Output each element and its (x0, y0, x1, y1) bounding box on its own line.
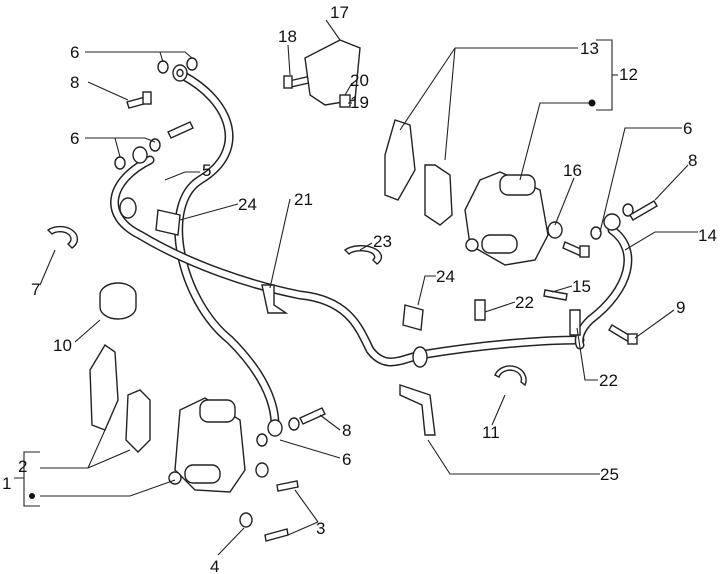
label-20: 20 (350, 71, 369, 90)
label-11: 11 (482, 423, 500, 442)
assembly-dot-1 (29, 493, 35, 499)
label-9: 9 (676, 298, 685, 317)
label-21: 21 (294, 190, 313, 209)
label-6: 6 (683, 119, 692, 138)
bracket-21 (261, 284, 289, 314)
leader-lines (14, 19, 698, 556)
label-22: 22 (515, 293, 534, 312)
caliper-top (464, 171, 549, 266)
label-17: 17 (330, 3, 349, 22)
label-8: 8 (342, 421, 351, 440)
bracket-22b (569, 309, 581, 336)
caliper-bottom (168, 397, 246, 493)
label-19: 19 (350, 93, 369, 112)
washers (114, 57, 634, 528)
bracket-25 (399, 384, 436, 436)
label-6: 6 (70, 129, 79, 148)
brake-hose-21 (110, 155, 585, 367)
label-13: 13 (580, 39, 599, 58)
label-1: 1 (2, 474, 11, 493)
assembly-dot-12 (588, 99, 596, 107)
clip-11 (494, 365, 527, 387)
label-24: 24 (238, 195, 257, 214)
nut-19 (339, 94, 351, 108)
label-16: 16 (563, 161, 582, 180)
label-22: 22 (599, 371, 618, 390)
label-25: 25 (600, 465, 619, 484)
label-8: 8 (688, 151, 697, 170)
label-6: 6 (70, 43, 79, 62)
clamp-10 (99, 282, 137, 320)
clip-23 (343, 244, 383, 265)
label-10: 10 (53, 336, 72, 355)
label-7: 7 (31, 280, 40, 299)
label-15: 15 (572, 277, 591, 296)
label-23: 23 (373, 232, 392, 251)
bolts (126, 75, 658, 542)
brake-pad-top-2 (424, 164, 453, 226)
label-2: 2 (18, 457, 27, 476)
label-6: 6 (342, 450, 351, 469)
brake-pad-top-1 (384, 119, 416, 201)
label-18: 18 (278, 27, 297, 46)
label-3: 3 (316, 519, 325, 538)
label-5: 5 (202, 161, 211, 180)
bracket-22a (474, 299, 486, 321)
plate-24b (402, 304, 424, 331)
plate-24a (155, 209, 181, 236)
label-12: 12 (619, 65, 638, 84)
clip-7 (46, 225, 79, 249)
brake-pad-bottom-1 (89, 343, 119, 431)
label-8: 8 (70, 73, 79, 92)
part-labels: 17 18 20 19 13 12 6 8 6 5 24 21 23 16 6 … (2, 3, 717, 574)
brake-pad-bottom-2 (125, 389, 151, 453)
label-14: 14 (698, 226, 717, 245)
label-4: 4 (210, 557, 219, 574)
brake-hose-5 (174, 70, 280, 430)
label-24: 24 (436, 267, 455, 286)
